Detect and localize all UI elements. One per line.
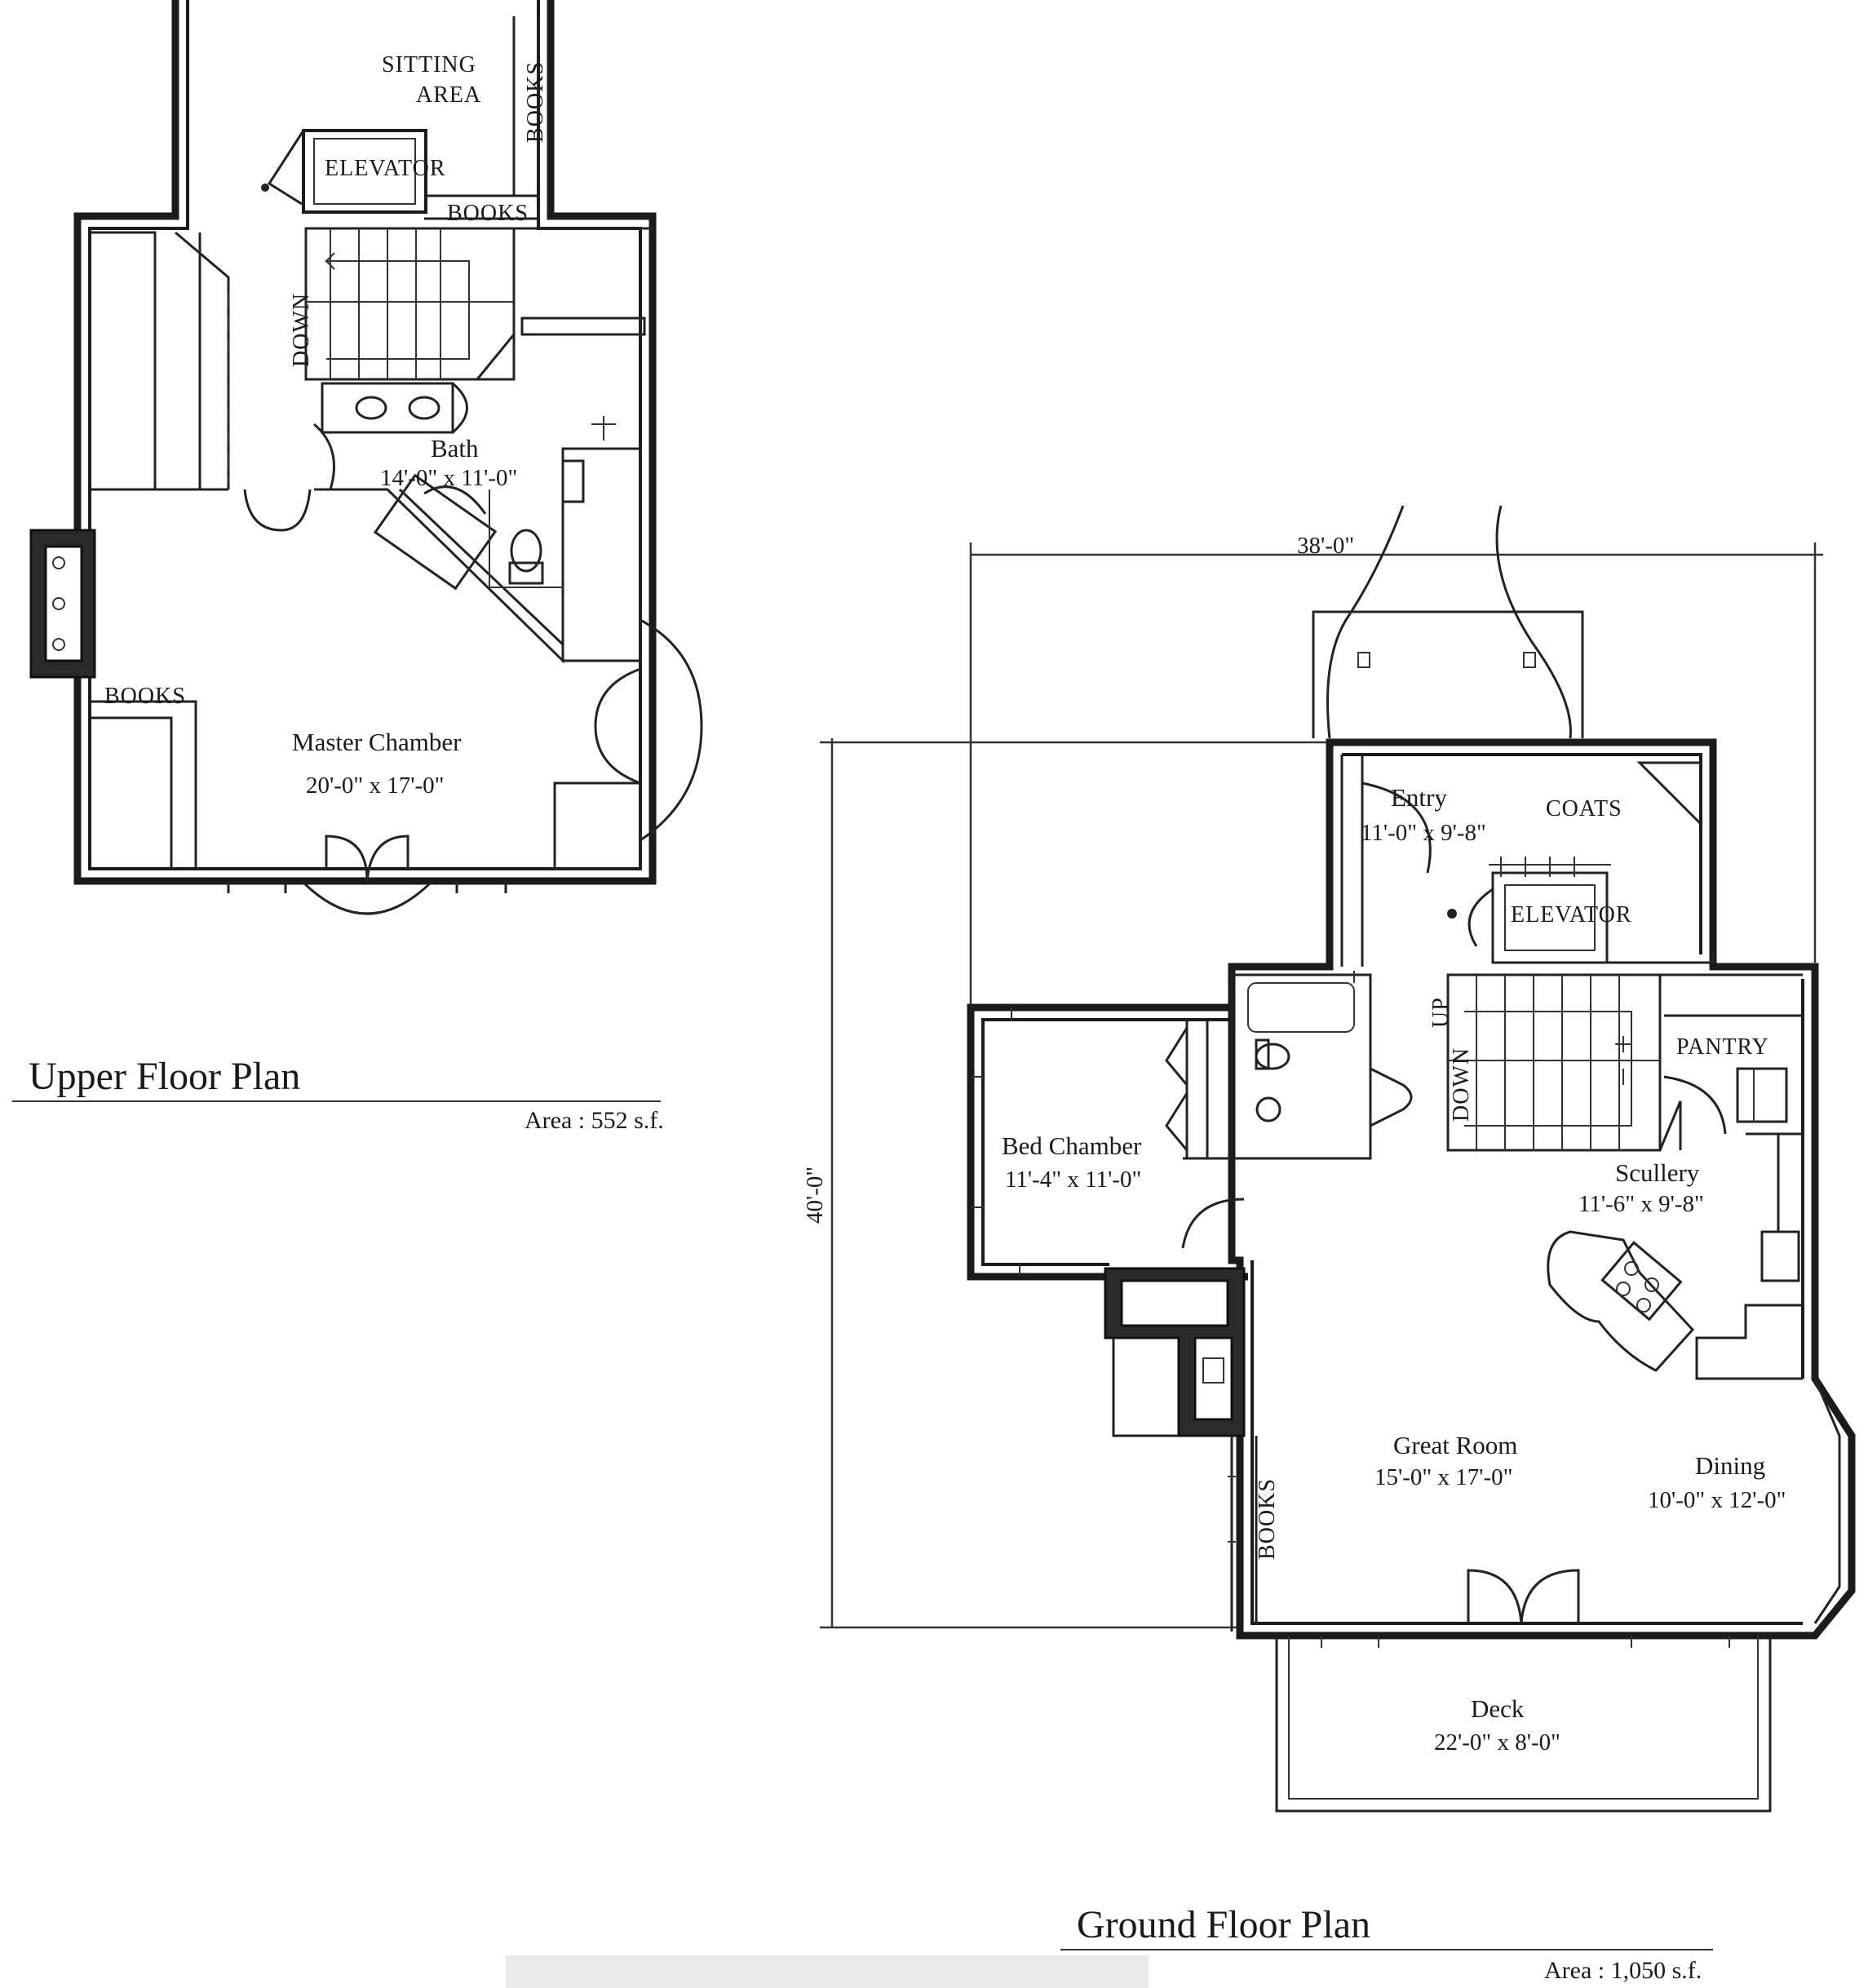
ground-deck-label: Deck [1471,1694,1525,1723]
ground-deck [1275,1636,1772,1813]
ground-dimension-lines [820,542,1823,1629]
upper-books-left-label: BOOKS [104,684,186,709]
ground-great-room-size-label: 15'-0" x 17'-0" [1374,1464,1512,1490]
upper-books-vertical-label: BOOKS [523,61,548,143]
upper-down-label: DOWN [289,293,314,367]
ground-dining-size-label: 10'-0" x 12'-0" [1648,1487,1786,1513]
ground-depth-dimension: 40'-0" [802,1167,828,1224]
ground-books-label: BOOKS [1255,1478,1280,1560]
ground-coats-label: COATS [1546,796,1622,821]
ground-bed-chamber-label: Bed Chamber [1002,1131,1142,1160]
horizontal-scrollbar[interactable] [506,1955,1149,1988]
ground-stairs [1446,973,1662,1152]
upper-floor-plan-title: Upper Floor Plan [29,1055,300,1098]
ground-pantry-label: PANTRY [1676,1034,1769,1060]
ground-dining-label: Dining [1695,1451,1765,1480]
upper-sitting-area-label-2: AREA [416,82,481,108]
upper-stairs [304,227,516,381]
ground-entry-label: Entry [1391,783,1447,812]
ground-floor-plan-title: Ground Floor Plan [1077,1903,1370,1946]
upper-floor-area-label: Area : 552 s.f. [525,1107,664,1134]
upper-bath-size-label: 14'-0" x 11'-0" [380,465,517,491]
ground-elevator-label: ELEVATOR [1511,902,1632,928]
upper-exterior-wall [73,0,657,885]
ground-scullery-size-label: 11'-6" x 9'-8" [1578,1191,1704,1217]
upper-elevator [302,129,427,214]
ground-floor-plan: 38'-0" 40'-0" [802,505,1856,1984]
ground-deck-size-label: 22'-0" x 8'-0" [1434,1729,1560,1756]
upper-elevator-label: ELEVATOR [325,156,446,181]
ground-bed-chamber-size-label: 11'-4" x 11'-0" [1005,1167,1141,1193]
upper-books-top-label: BOOKS [447,201,529,226]
ground-width-dimension: 38'-0" [1297,533,1354,559]
upper-sitting-area-label-1: SITTING [382,52,476,77]
upper-master-chamber-label: Master Chamber [292,728,462,756]
ground-floor-area-label: Area : 1,050 s.f. [1544,1957,1702,1984]
ground-down-label: DOWN [1449,1047,1474,1122]
upper-master-chamber-size-label: 20'-0" x 17'-0" [306,773,444,799]
ground-up-label: UP [1428,997,1454,1028]
upper-bath-label: Bath [431,434,479,463]
ground-great-room-label: Great Room [1393,1431,1517,1459]
upper-floor-plan: SITTING AREA BOOKS ELEVATOR BOOKS DOWN B… [12,0,703,1134]
ground-scullery-label: Scullery [1615,1158,1700,1187]
ground-entry-size-label: 11'-0" x 9'-8" [1361,820,1486,846]
ground-fireplace [1104,1267,1246,1437]
